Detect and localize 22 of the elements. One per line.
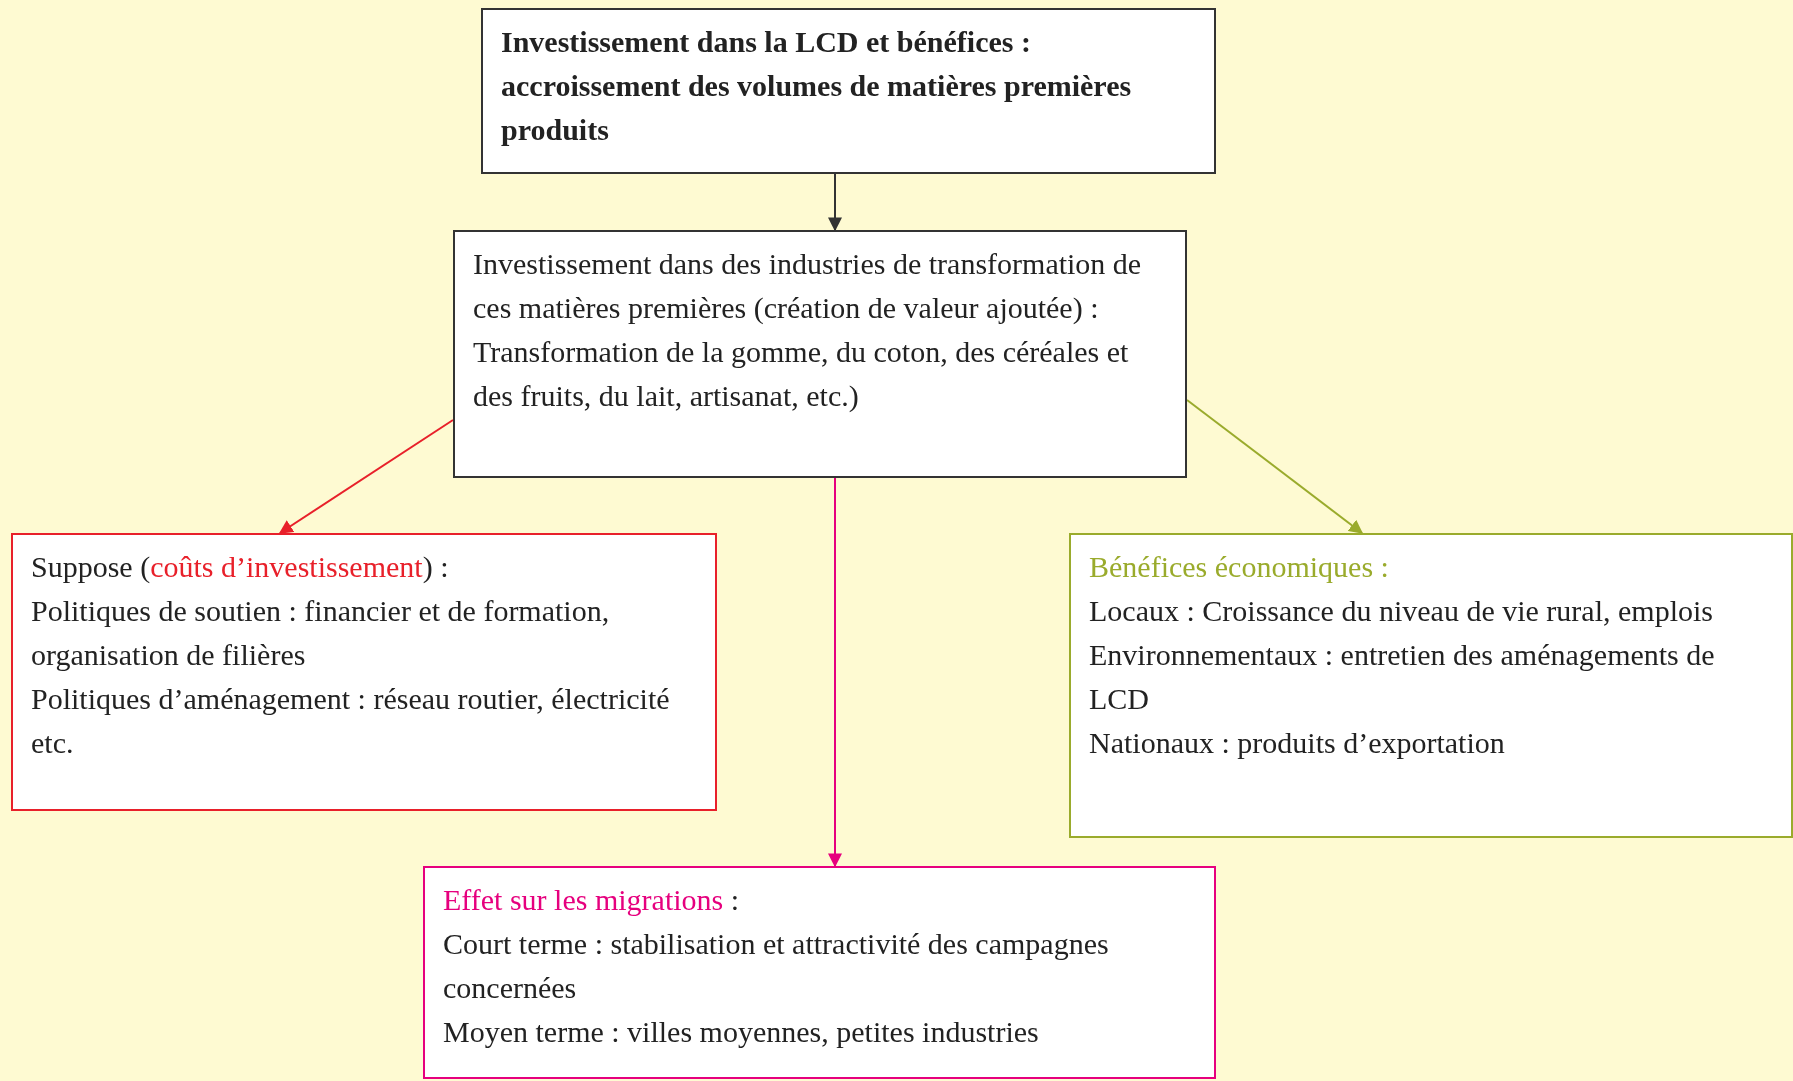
box-text: Nationaux : produits d’exportation xyxy=(1089,725,1506,761)
heading-box xyxy=(481,8,1216,174)
box-text: Court terme : stabilisation et attractivité des campagnes concernées xyxy=(443,926,1110,1006)
box-text: Transformation de la gomme, du coton, des céréales et des fruits, du lait, artisanat, etc.) xyxy=(473,334,1130,414)
cost-box xyxy=(11,533,717,811)
box-text: Environnementaux : entretien des aménagements de LCD xyxy=(1089,637,1716,717)
migration-box xyxy=(423,866,1216,1079)
box-text: Politiques d’aménagement : réseau routier, électricité etc. xyxy=(31,681,671,761)
box-heading: Bénéfices économiques : xyxy=(1089,549,1390,585)
process-box xyxy=(453,230,1187,478)
arrow xyxy=(828,477,842,868)
box-text: Investissement dans des industries de transformation de ces matières premières (création de valeur ajoutée) : xyxy=(473,246,1143,326)
arrow xyxy=(278,419,454,534)
arrow xyxy=(828,173,842,232)
box-heading: Effet sur les migrations : xyxy=(443,882,741,918)
box-text: Locaux : Croissance du niveau de vie rural, emplois xyxy=(1089,593,1714,629)
benefit-box xyxy=(1069,533,1793,838)
arrow xyxy=(1186,399,1364,534)
box-text: Investissement dans la LCD et bénéfices : accroissement des volumes de matières premières produits xyxy=(501,24,1133,148)
box-heading: Suppose (coûts d’investissement) : xyxy=(31,549,450,585)
box-text: Politiques de soutien : financier et de formation, organisation de filières xyxy=(31,593,611,673)
box-text: Moyen terme : villes moyennes, petites industries xyxy=(443,1014,1040,1050)
